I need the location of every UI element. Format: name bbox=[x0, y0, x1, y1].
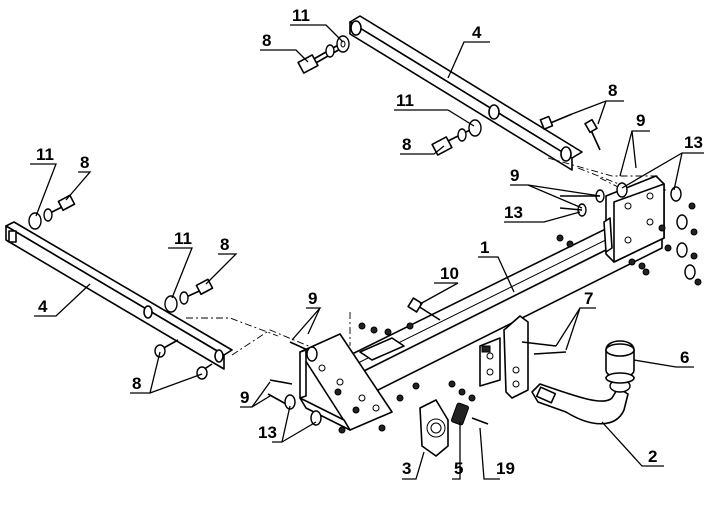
hardware-left bbox=[267, 322, 476, 434]
bolt-top-left bbox=[297, 35, 350, 74]
callout-1: 1 bbox=[480, 238, 489, 257]
bolts-left-lower bbox=[154, 339, 213, 380]
bolt-left-a bbox=[28, 194, 76, 230]
callout-10: 10 bbox=[440, 264, 459, 283]
callout-9: 9 bbox=[510, 166, 519, 185]
callout-9: 9 bbox=[240, 388, 249, 407]
bolt-left-b bbox=[164, 278, 214, 313]
callout-8: 8 bbox=[608, 81, 617, 100]
callout-7: 7 bbox=[584, 289, 593, 308]
right-end-plate bbox=[603, 175, 665, 263]
leader-lines bbox=[30, 24, 704, 480]
callout-labels: 11 8 4 11 8 8 9 13 9 13 11 8 11 8 4 8 9 … bbox=[36, 6, 703, 478]
socket-bracket bbox=[479, 315, 529, 399]
callout-11: 11 bbox=[36, 145, 54, 164]
callout-13: 13 bbox=[684, 133, 703, 152]
bolt-10 bbox=[407, 297, 441, 321]
callout-8: 8 bbox=[402, 135, 411, 154]
callout-4: 4 bbox=[472, 23, 482, 42]
callout-13: 13 bbox=[258, 423, 277, 442]
callout-13: 13 bbox=[504, 203, 523, 222]
left-end-plate bbox=[299, 333, 405, 431]
callout-11: 11 bbox=[292, 6, 310, 25]
bolts-top-right bbox=[539, 113, 601, 151]
callout-8: 8 bbox=[80, 153, 89, 172]
callout-6: 6 bbox=[680, 348, 689, 367]
callout-8: 8 bbox=[220, 235, 229, 254]
tow-ball-neck bbox=[531, 379, 631, 425]
ball-cover bbox=[605, 340, 635, 384]
callout-8: 8 bbox=[132, 374, 141, 393]
spring-part bbox=[451, 402, 489, 426]
callout-11: 11 bbox=[174, 229, 192, 248]
callout-19: 19 bbox=[496, 459, 515, 478]
hardware-right bbox=[556, 182, 702, 286]
callout-2: 2 bbox=[648, 447, 657, 466]
bolt-top-middle bbox=[431, 119, 482, 156]
callout-8: 8 bbox=[262, 31, 271, 50]
callout-9: 9 bbox=[308, 289, 317, 308]
callout-3: 3 bbox=[402, 459, 411, 478]
socket-plate bbox=[419, 399, 449, 457]
left-bracket bbox=[5, 221, 233, 370]
upper-bracket bbox=[349, 15, 583, 171]
callout-4: 4 bbox=[38, 297, 48, 316]
callout-11: 11 bbox=[396, 91, 414, 110]
callout-5: 5 bbox=[454, 459, 463, 478]
bolts-7 bbox=[521, 341, 567, 355]
callout-9: 9 bbox=[636, 111, 645, 130]
